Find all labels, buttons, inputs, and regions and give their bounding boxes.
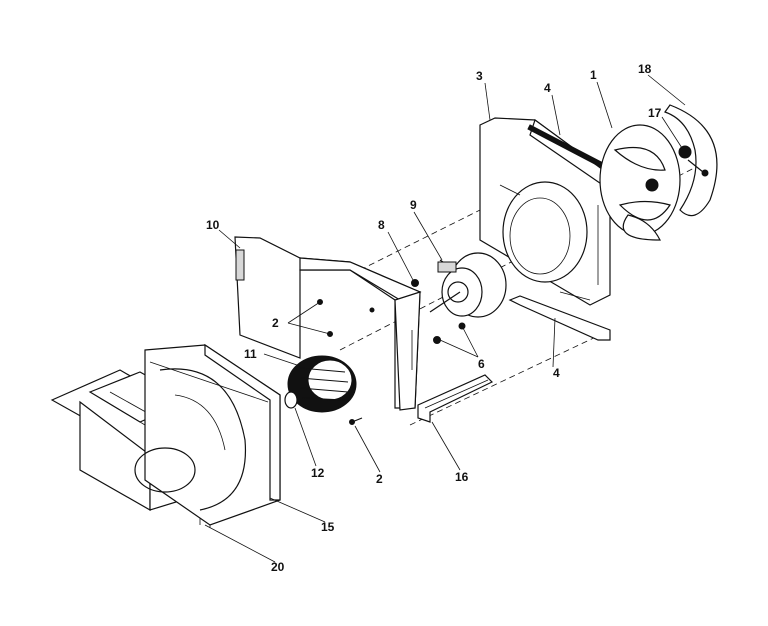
assembly-guide-line	[409, 334, 601, 426]
part-18-orifice-ring	[664, 104, 718, 217]
callout-4-top: 4	[544, 81, 551, 95]
callout-11: 11	[244, 347, 257, 361]
part-11-blower-wheel	[284, 355, 357, 413]
callout-15: 15	[321, 520, 335, 534]
callout-2-left: 2	[272, 316, 279, 330]
callout-18: 18	[638, 62, 652, 76]
callout-12: 12	[311, 466, 325, 480]
callout-1: 1	[590, 68, 597, 82]
callout-9: 9	[410, 198, 417, 212]
callout-6: 6	[478, 357, 485, 371]
part-12-hub	[284, 391, 298, 409]
part-9-fan-motor	[411, 252, 507, 344]
callout-2-bottom: 2	[376, 472, 383, 486]
callout-8: 8	[378, 218, 385, 232]
callout-20: 20	[271, 560, 285, 574]
part-16-bracket	[417, 374, 494, 423]
part-17-nut	[678, 145, 709, 177]
part-15-scroll-housing	[134, 343, 281, 526]
part-3-fan-shroud	[479, 117, 611, 306]
part-10-partition-panel	[234, 236, 422, 411]
callout-labels: 3 4 1 18 17 10 8 9 2 11 6 4 2 16 12 15 2…	[206, 62, 662, 574]
callout-17: 17	[648, 106, 662, 120]
callout-4-bottom: 4	[553, 366, 560, 380]
part-1-fan-blade	[599, 124, 681, 241]
callout-10: 10	[206, 218, 220, 232]
leader-lines	[204, 74, 686, 563]
callout-3: 3	[476, 69, 483, 83]
callout-16: 16	[455, 470, 469, 484]
part-8-motor-mount	[411, 279, 419, 287]
